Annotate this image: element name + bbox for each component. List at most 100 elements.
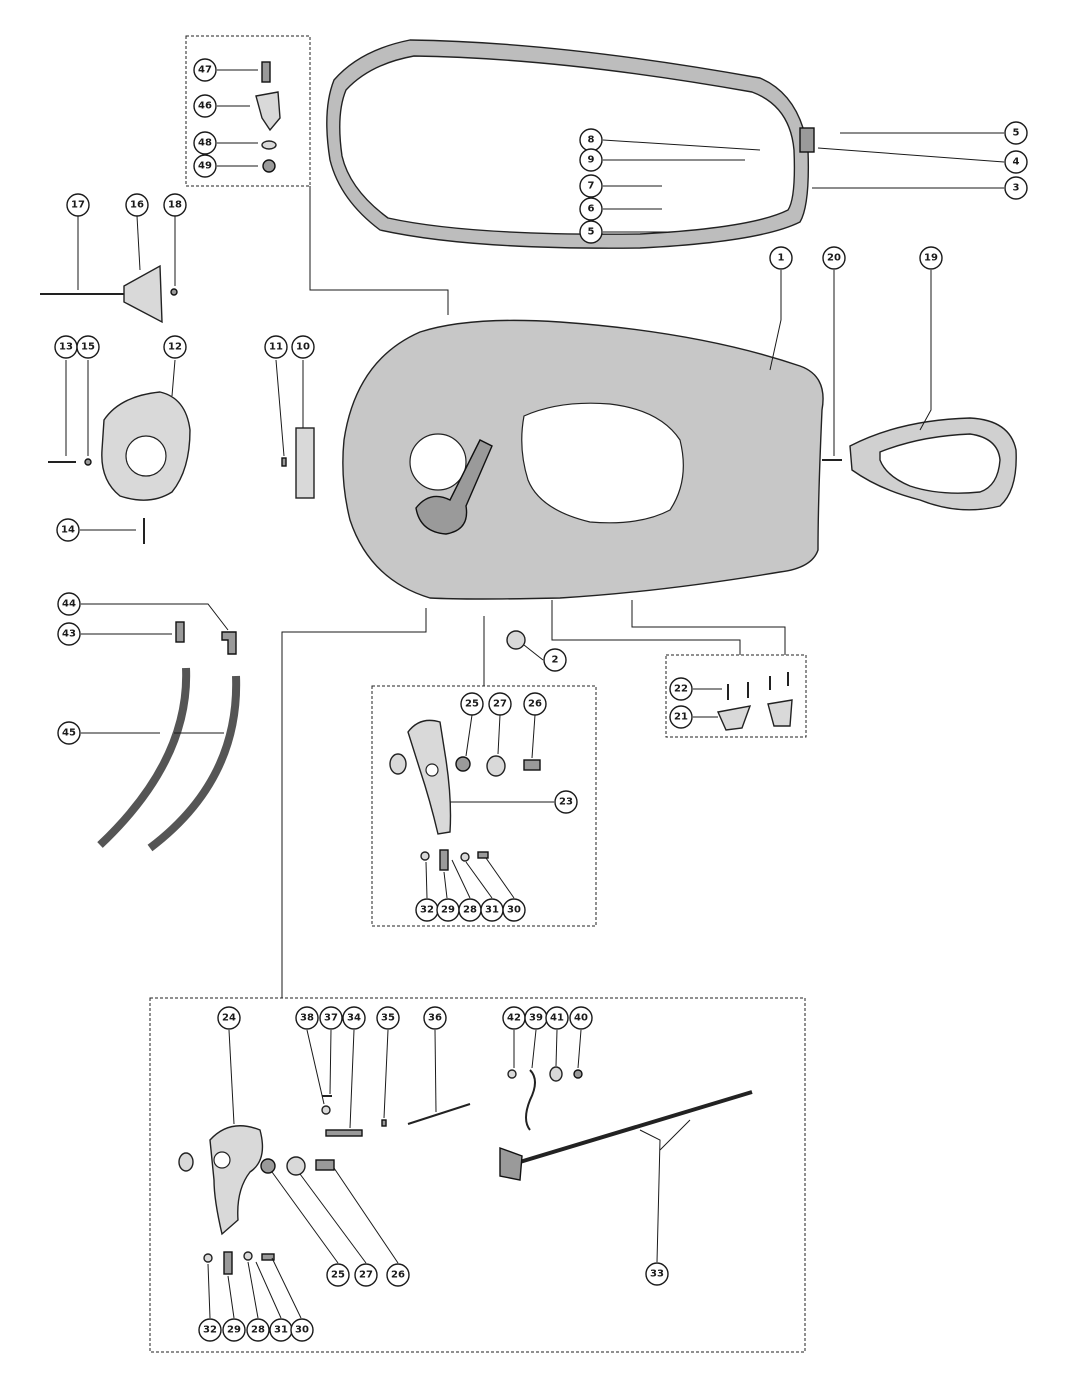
leader-lines bbox=[65, 69, 1005, 1319]
svg-text:30: 30 bbox=[507, 905, 521, 916]
cover-opening-12 bbox=[125, 435, 167, 477]
callout-24: 24 bbox=[217, 1006, 241, 1030]
callout-20: 20 bbox=[822, 246, 846, 270]
clip-part-18 bbox=[170, 288, 178, 296]
cable-part-33 bbox=[499, 1090, 753, 1170]
callout-9: 9 bbox=[579, 148, 603, 172]
svg-text:19: 19 bbox=[924, 253, 938, 264]
svg-text:35: 35 bbox=[381, 1013, 395, 1024]
svg-text:11: 11 bbox=[269, 342, 283, 353]
bracket-part-21a bbox=[717, 705, 752, 731]
block-part-29b bbox=[223, 1251, 233, 1275]
group-box-fasteners bbox=[665, 654, 807, 738]
screw-part-26b bbox=[315, 1159, 335, 1171]
callout-5-bottom: 5 bbox=[579, 220, 603, 244]
washer-part-23a bbox=[389, 753, 407, 775]
svg-text:6: 6 bbox=[588, 204, 595, 215]
plate-part-10 bbox=[295, 427, 315, 499]
callout-32-upper: 32 bbox=[415, 898, 439, 922]
svg-text:7: 7 bbox=[588, 181, 595, 192]
callout-47: 47 bbox=[193, 58, 217, 82]
callout-30-upper: 30 bbox=[502, 898, 526, 922]
svg-text:25: 25 bbox=[331, 1270, 345, 1281]
svg-text:10: 10 bbox=[296, 342, 310, 353]
svg-text:37: 37 bbox=[324, 1013, 338, 1024]
throttle-lever-part-24 bbox=[209, 1125, 264, 1236]
callout-12: 12 bbox=[163, 335, 187, 359]
fitting-part-43 bbox=[175, 621, 185, 643]
svg-text:28: 28 bbox=[463, 905, 477, 916]
group-box-bottom bbox=[149, 997, 806, 1353]
svg-text:15: 15 bbox=[81, 342, 95, 353]
callout-6: 6 bbox=[579, 197, 603, 221]
svg-text:8: 8 bbox=[588, 135, 595, 146]
svg-text:45: 45 bbox=[62, 728, 76, 739]
callout-23: 23 bbox=[554, 790, 578, 814]
svg-text:3: 3 bbox=[1013, 183, 1020, 194]
callout-15: 15 bbox=[76, 335, 100, 359]
svg-text:14: 14 bbox=[61, 525, 75, 536]
bushing-part-25b bbox=[260, 1158, 276, 1174]
washer-part-27a bbox=[486, 755, 506, 777]
block-part-29a bbox=[439, 849, 449, 871]
washer-part-42 bbox=[507, 1069, 517, 1079]
svg-text:34: 34 bbox=[347, 1013, 361, 1024]
elbow-part-44 bbox=[221, 631, 237, 655]
washer-part-38 bbox=[321, 1105, 331, 1115]
callout-17: 17 bbox=[66, 193, 90, 217]
cable-end-part-33 bbox=[499, 1147, 523, 1181]
cowl-inner-opening bbox=[521, 402, 684, 524]
lever-part-23 bbox=[407, 719, 452, 835]
svg-text:32: 32 bbox=[203, 1325, 217, 1336]
bracket-part-46 bbox=[255, 91, 281, 132]
svg-text:17: 17 bbox=[71, 200, 85, 211]
callout-29-upper: 29 bbox=[436, 898, 460, 922]
svg-text:31: 31 bbox=[485, 905, 499, 916]
callout-8: 8 bbox=[579, 128, 603, 152]
svg-text:2: 2 bbox=[552, 655, 559, 666]
svg-text:40: 40 bbox=[574, 1013, 588, 1024]
svg-text:46: 46 bbox=[198, 101, 212, 112]
link-part-34 bbox=[325, 1129, 363, 1137]
callout-37: 37 bbox=[319, 1006, 343, 1030]
callout-31-lower: 31 bbox=[269, 1318, 293, 1342]
callout-10: 10 bbox=[291, 335, 315, 359]
svg-text:5: 5 bbox=[1013, 128, 1020, 139]
svg-text:43: 43 bbox=[62, 629, 76, 640]
gasket-part bbox=[849, 417, 1017, 511]
callout-45: 45 bbox=[57, 721, 81, 745]
cowl-round-opening bbox=[409, 433, 467, 491]
callout-2: 2 bbox=[543, 648, 567, 672]
screw-part-30b bbox=[261, 1253, 275, 1261]
callout-11: 11 bbox=[264, 335, 288, 359]
callout-39: 39 bbox=[524, 1006, 548, 1030]
grommet-part-2 bbox=[506, 630, 526, 650]
spacer-part-35 bbox=[381, 1119, 387, 1127]
callout-18: 18 bbox=[163, 193, 187, 217]
svg-text:18: 18 bbox=[168, 200, 182, 211]
svg-text:24: 24 bbox=[222, 1013, 236, 1024]
svg-text:32: 32 bbox=[420, 905, 434, 916]
callout-43: 43 bbox=[57, 622, 81, 646]
svg-text:5: 5 bbox=[588, 227, 595, 238]
callout-44: 44 bbox=[57, 592, 81, 616]
washer-part-27b bbox=[286, 1156, 306, 1176]
connector-bottom-group bbox=[281, 608, 427, 998]
callout-7: 7 bbox=[579, 174, 603, 198]
svg-text:23: 23 bbox=[559, 797, 573, 808]
screw-part-26a bbox=[523, 759, 541, 771]
svg-text:29: 29 bbox=[441, 905, 455, 916]
connector-fastener-group bbox=[551, 600, 741, 655]
washer-part-32a bbox=[420, 851, 430, 861]
clip-part-11 bbox=[281, 457, 287, 467]
svg-text:41: 41 bbox=[550, 1013, 564, 1024]
svg-text:22: 22 bbox=[674, 684, 688, 695]
svg-text:48: 48 bbox=[198, 138, 212, 149]
svg-text:20: 20 bbox=[827, 253, 841, 264]
callout-35: 35 bbox=[376, 1006, 400, 1030]
callout-21: 21 bbox=[669, 705, 693, 729]
callout-26-lower: 26 bbox=[386, 1263, 410, 1287]
svg-text:21: 21 bbox=[674, 712, 688, 723]
callout-25-lower: 25 bbox=[326, 1263, 350, 1287]
